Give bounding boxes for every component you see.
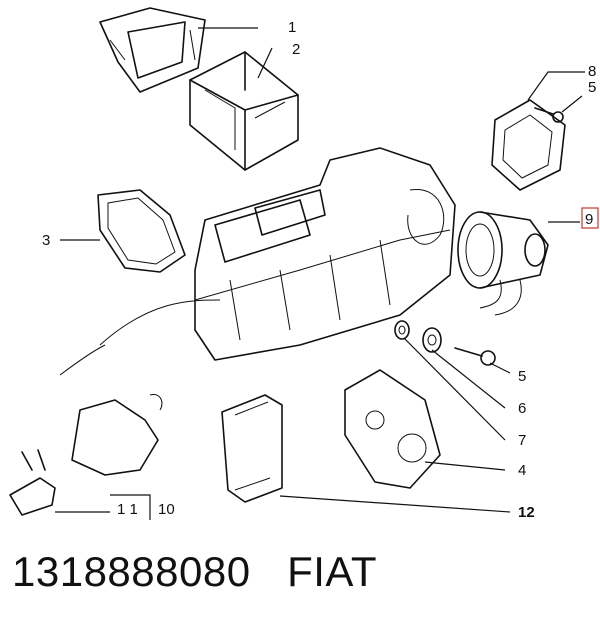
part-10-mounting-bracket (71, 393, 163, 476)
callout-labels: 1 2 3 4 5 5 6 7 8 9 10 1 1 12 (42, 19, 599, 521)
callout-9: 9 (585, 211, 593, 228)
part-number: 1318888080 (12, 548, 251, 595)
part-7-washer (394, 320, 410, 340)
part-8-blower-cover (491, 99, 566, 191)
part-11-valve (9, 449, 56, 516)
caption: 1318888080 FIAT (12, 548, 377, 596)
callout-5-lower: 5 (518, 368, 526, 385)
heater-housing-assembly (59, 147, 456, 376)
part-3-gasket (97, 189, 186, 273)
part-6-nut (422, 327, 442, 353)
callout-10: 10 (158, 501, 175, 518)
part-1-air-duct-cover (99, 7, 206, 93)
callout-3: 3 (42, 232, 50, 249)
callout-lines (55, 27, 585, 520)
callout-1: 1 (288, 19, 296, 36)
callout-6: 6 (518, 400, 526, 417)
callout-9-highlight (581, 207, 599, 229)
callout-2: 2 (292, 41, 300, 58)
part-2-filter-housing (189, 51, 299, 171)
callout-11: 1 1 (117, 501, 138, 518)
brand-name: FIAT (287, 548, 377, 595)
part-9-blower-motor (457, 211, 549, 316)
exploded-parts-diagram: 1 2 3 4 5 5 6 7 8 9 10 1 1 12 (9, 7, 599, 521)
callout-7: 7 (518, 432, 526, 449)
part-5-screw-upper (534, 107, 564, 123)
callout-4: 4 (518, 462, 526, 479)
callout-5-upper: 5 (588, 79, 596, 96)
callout-12: 12 (518, 504, 535, 521)
part-12-bracket (221, 394, 283, 503)
callout-8: 8 (588, 63, 596, 80)
part-4-valve-plate (344, 369, 441, 489)
part-5-bolt-lower (454, 347, 496, 366)
